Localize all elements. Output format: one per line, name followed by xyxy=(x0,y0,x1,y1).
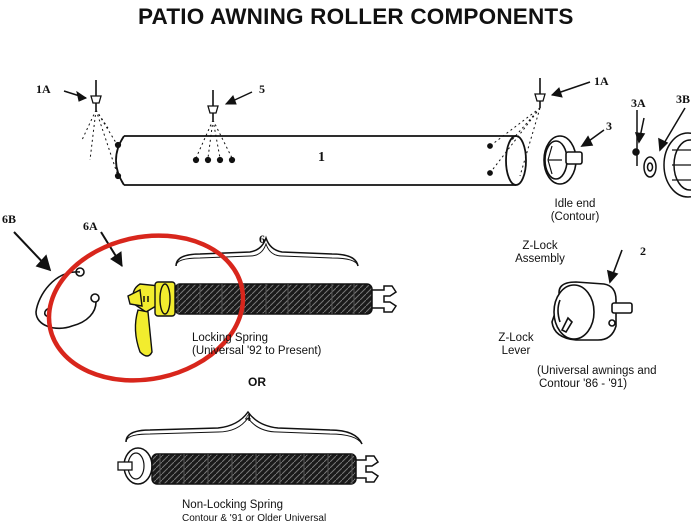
label-zlock-assembly: Z-Lock Assembly xyxy=(500,240,580,266)
roller-tube xyxy=(114,135,527,186)
callout-3b: 3B xyxy=(676,92,691,106)
non-locking-spring xyxy=(117,410,380,485)
callout-3: 3 xyxy=(606,119,612,133)
locking-end-highlight xyxy=(127,281,176,357)
label-idle-end-line1: Idle end xyxy=(554,198,596,210)
label-zlock-lever-line1: Z-Lock xyxy=(498,332,534,344)
label-zlock-lever-line2: Lever xyxy=(501,345,531,357)
label-idle-end-line2: (Contour) xyxy=(550,211,600,223)
screw-5 xyxy=(195,90,253,159)
diagram-title: PATIO AWNING ROLLER COMPONENTS xyxy=(138,4,574,29)
label-zlock-assembly-line1: Z-Lock xyxy=(522,240,558,252)
callout-6: 6 xyxy=(259,232,265,246)
callout-2: 2 xyxy=(640,244,646,258)
callout-6a: 6A xyxy=(83,219,98,233)
label-zlock-lever: Z-Lock Lever xyxy=(484,332,548,358)
label-zlock-assembly-line2: Assembly xyxy=(515,253,565,265)
locking-spring xyxy=(174,235,398,315)
label-non-locking-spring: Non-Locking Spring Contour & '91 or Olde… xyxy=(182,499,326,525)
callout-1a-left: 1A xyxy=(36,82,51,96)
screw-1a-left xyxy=(63,80,119,177)
callout-1: 1 xyxy=(318,150,325,165)
red-highlight-circle xyxy=(46,233,246,383)
callout-1a-right: 1A xyxy=(594,74,609,88)
label-non-locking-spring-line1: Non-Locking Spring xyxy=(182,499,284,511)
callout-4: 4 xyxy=(245,410,251,424)
label-idle-end: Idle end (Contour) xyxy=(540,198,610,224)
callout-5: 5 xyxy=(259,82,265,96)
label-non-locking-spring-line2: Contour & '91 or Older Universal xyxy=(182,513,327,524)
label-or: OR xyxy=(248,375,266,389)
label-universal-awnings-line1: (Universal awnings and xyxy=(537,365,657,377)
screw-1a-right xyxy=(489,78,591,177)
pin-and-washer xyxy=(632,107,691,198)
idle-end-cap xyxy=(543,129,605,185)
label-locking-spring-line2: (Universal '92 to Present) xyxy=(192,345,322,357)
label-universal-awnings-line2: Contour '86 - '91) xyxy=(539,378,628,390)
pointer-6a xyxy=(100,231,123,267)
wire-clip-6b xyxy=(13,231,100,330)
zlock-assembly xyxy=(551,249,633,341)
label-locking-spring-line1: Locking Spring xyxy=(192,332,269,344)
label-universal-awnings: (Universal awnings and Contour '86 - '91… xyxy=(537,365,657,391)
label-locking-spring: Locking Spring (Universal '92 to Present… xyxy=(192,332,321,358)
callout-6b: 6B xyxy=(2,212,17,226)
callout-3a: 3A xyxy=(631,96,646,110)
